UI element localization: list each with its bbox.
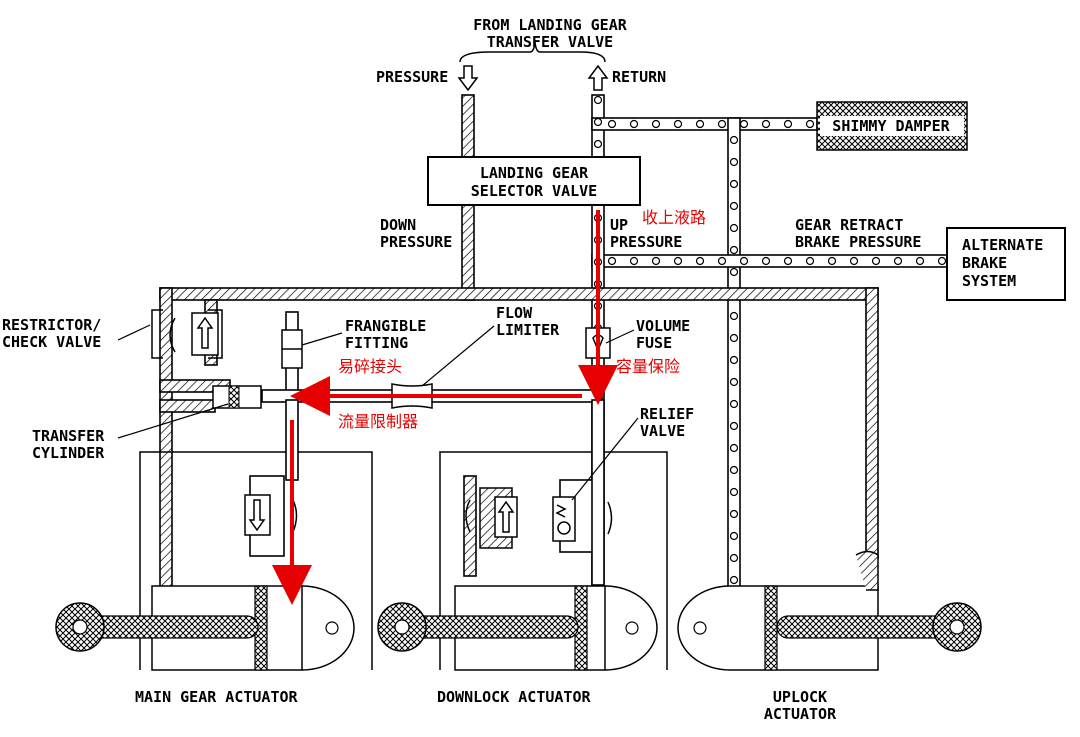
main-gear-actuator-label: MAIN GEAR ACTUATOR [135,688,299,706]
selector-valve-label-1: LANDING GEAR [480,164,589,182]
up-line-cn-label: 收上液路 [642,208,706,227]
alternate-brake-system-box [946,227,1066,301]
up-pressure-label-2: PRESSURE [610,233,682,251]
pressure-label: PRESSURE [376,68,448,86]
alternate-brake-label-3: SYSTEM [962,272,1016,290]
down-pressure-label-2: PRESSURE [380,233,452,251]
selector-valve-box [427,156,641,206]
frangible-fitting [281,311,303,393]
alternate-brake-label-1: ALTERNATE [962,236,1043,254]
restrictor-label-2: CHECK VALVE [2,333,101,351]
volume-fuse-cn-label: 容量保险 [616,357,680,376]
downlock-actuator [377,451,668,671]
transfer-valve-label-2: TRANSFER VALVE [487,33,613,51]
volume-fuse-label-1: VOLUME [636,317,690,335]
down-pressure-manifold [159,287,879,589]
flow-limiter-label-1: FLOW [496,304,533,322]
restrictor-label-1: RESTRICTOR/ [2,316,101,334]
frangible-label-2: FITTING [345,334,408,352]
downlock-check-valve [463,475,518,577]
uplock-actuator-label-1: UPLOCK [773,688,827,706]
downlock-actuator-label: DOWNLOCK ACTUATOR [437,688,591,706]
gear-retract-label-2: BRAKE PRESSURE [795,233,921,251]
transfer-cylinder-label-2: CYLINDER [32,444,105,462]
selector-valve-label-2: SELECTOR VALVE [471,182,597,200]
relief-valve-label-1: RELIEF [640,405,694,423]
frangible-label-1: FRANGIBLE [345,317,426,335]
main-gear-valve [244,475,298,557]
uplock-actuator-label-2: ACTUATOR [764,705,837,723]
uplock-actuator [677,585,982,671]
restrictor-check-valve [151,309,223,359]
up-flow-arrows [272,210,618,605]
transfer-cylinder-label-1: TRANSFER [32,427,105,445]
volume-fuse-label-2: FUSE [636,334,672,352]
down-pressure-label-1: DOWN [380,216,416,234]
flow-limiter-cn-label: 流量限制器 [338,412,418,431]
up-pressure-label-1: UP [610,216,628,234]
flow-limiter-label-2: LIMITER [496,321,560,339]
brace [459,41,606,63]
return-arrow-icon [587,64,609,91]
pressure-arrow-icon [457,65,479,92]
transfer-valve-label-1: FROM LANDING GEAR [473,16,627,34]
alternate-brake-label-2: BRAKE [962,254,1007,272]
frangible-cn-label: 易碎接头 [338,357,402,376]
return-label: RETURN [612,68,666,86]
relief-valve-label-2: VALVE [640,422,685,440]
gear-retract-label-1: GEAR RETRACT [795,216,903,234]
transfer-cylinder [212,385,262,409]
shimmy-damper-label: SHIMMY DAMPER [832,117,950,135]
main-gear-actuator [55,451,373,671]
